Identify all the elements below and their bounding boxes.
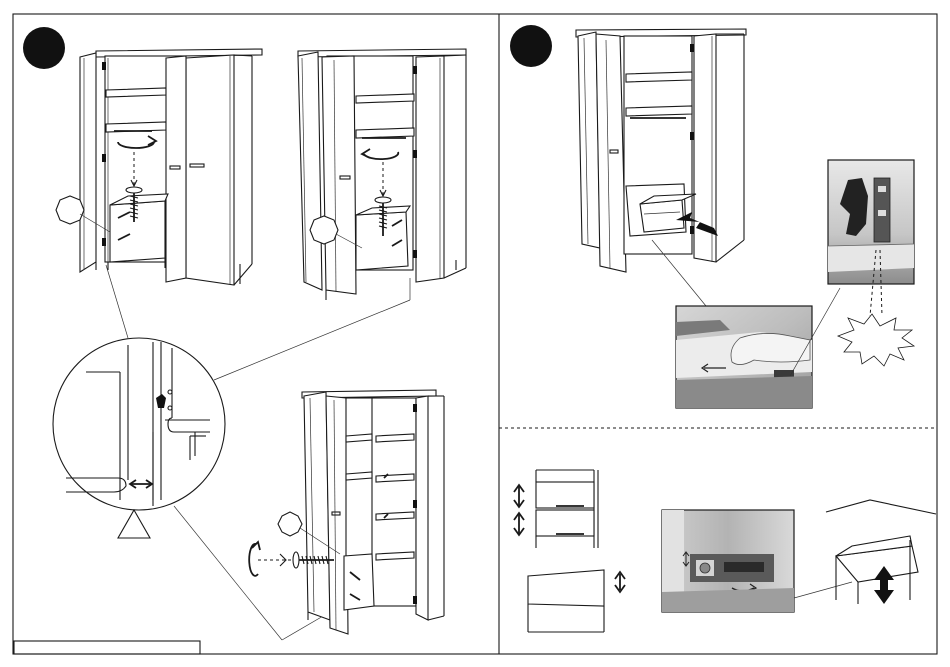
- warning-triangle-icon: [118, 510, 150, 538]
- height-adjust-arrow-icon: [514, 485, 524, 507]
- height-adjust-arrow-icon: [514, 513, 524, 535]
- screw-count-tag-icon: [278, 512, 302, 536]
- rotate-arrow-icon: [249, 542, 260, 576]
- runner-adjust-photo: [662, 510, 794, 612]
- drawer-push-photo: [676, 306, 812, 408]
- step-badge-2: [510, 25, 552, 67]
- wardrobe-d-illustration: [576, 29, 746, 306]
- hinge-detail-zoom: [53, 338, 225, 510]
- drawer-front-detail: [528, 570, 604, 632]
- screw-count-tag-icon: [310, 216, 338, 244]
- callout-starburst-icon: [838, 314, 914, 366]
- wardrobe-c-illustration: [249, 390, 444, 634]
- screw-count-tag-icon: [56, 196, 84, 224]
- step-badge-1: [23, 27, 65, 69]
- wardrobe-b-illustration: [298, 49, 466, 300]
- height-adjust-arrow-icon: [615, 572, 625, 592]
- drawer-stack-illustration: [536, 470, 598, 548]
- wardrobe-a-illustration: [56, 49, 262, 285]
- photo-connector-line: [794, 582, 852, 598]
- runner-catch-photo: [828, 160, 914, 284]
